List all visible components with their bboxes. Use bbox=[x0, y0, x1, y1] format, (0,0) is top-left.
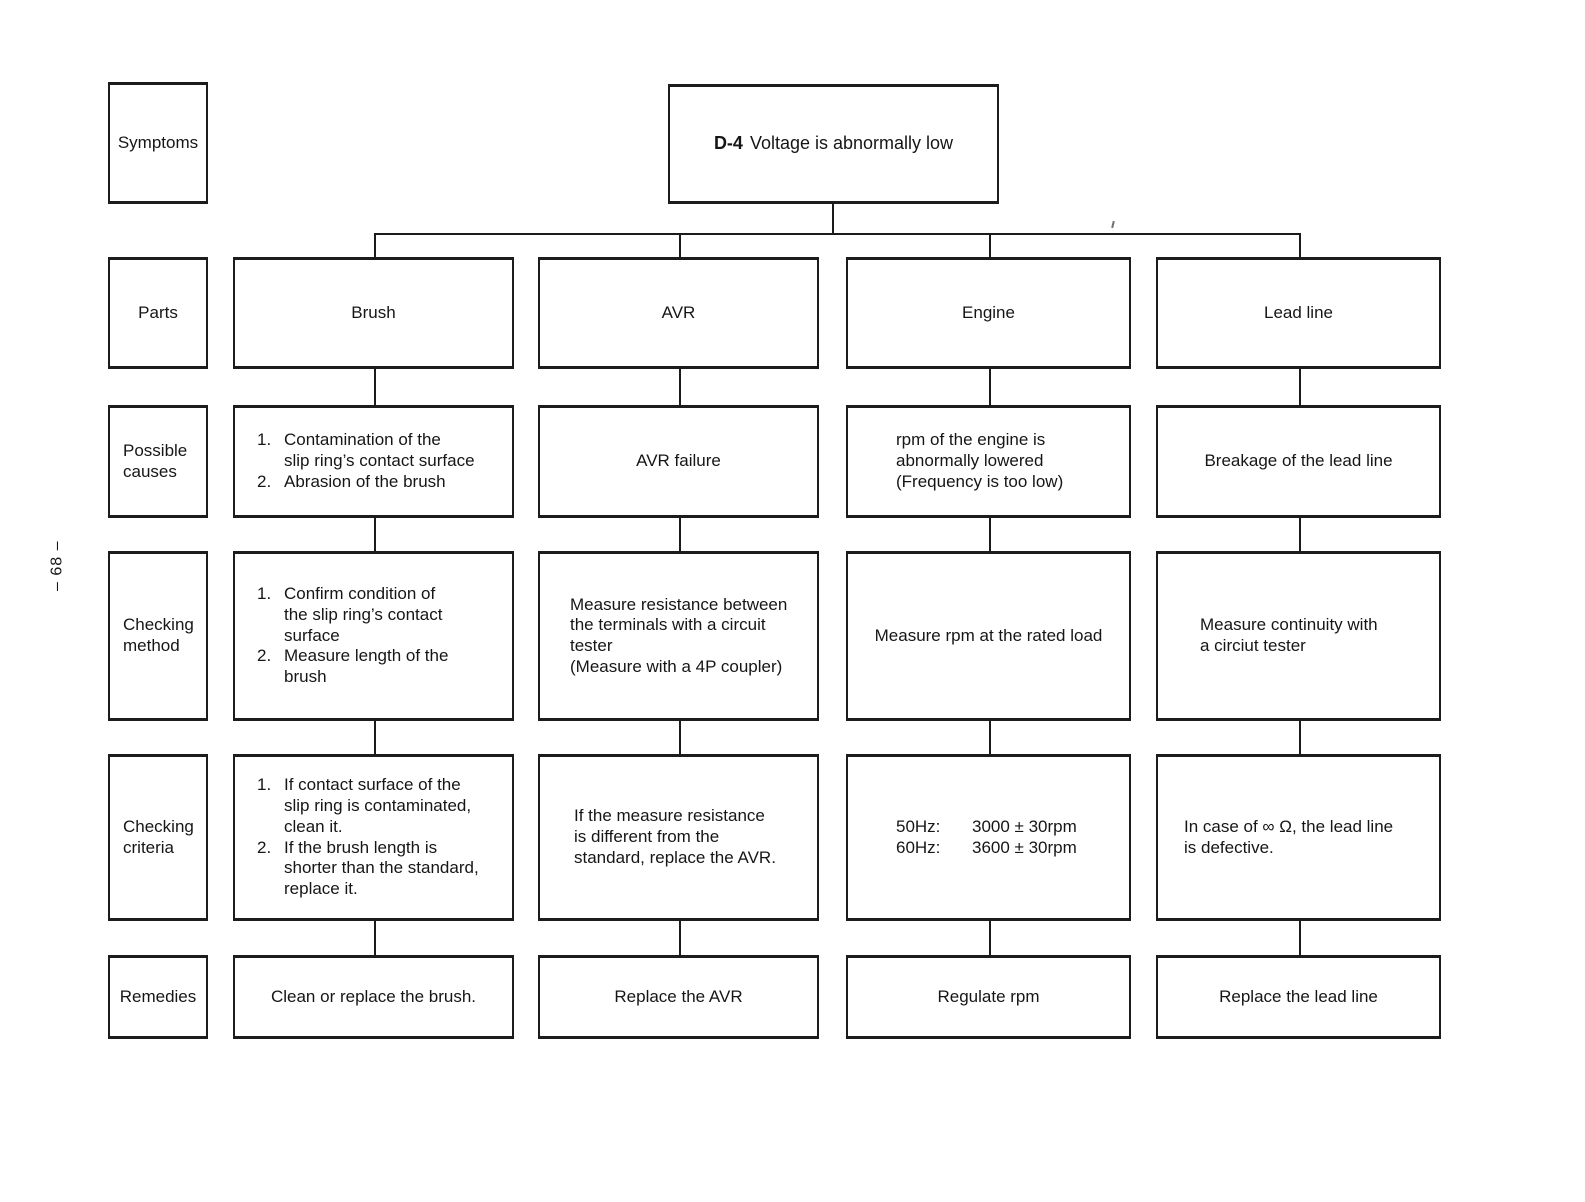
remedies-box-avr: Replace the AVR bbox=[538, 955, 819, 1039]
connector-line bbox=[1299, 369, 1301, 406]
symptom-code: D-4 bbox=[713, 133, 743, 154]
remedies-box-brush: Clean or replace the brush. bbox=[233, 955, 514, 1039]
connector-line bbox=[679, 369, 681, 406]
method-box-avr: Measure resistance between the terminals… bbox=[538, 551, 819, 721]
causes-text: rpm of the engine is abnormally lowered … bbox=[896, 430, 1064, 491]
parts-box-lead-line: Lead line bbox=[1156, 257, 1441, 369]
criteria-rpm-value: 3000 ± 30rpm bbox=[972, 816, 1077, 836]
row-label-symptoms: Symptoms bbox=[108, 82, 208, 204]
connector-branch-line bbox=[374, 233, 1301, 235]
connector-line bbox=[989, 921, 991, 956]
connector-drop bbox=[679, 233, 681, 258]
connector-line bbox=[374, 921, 376, 956]
criteria-frequency-label: 60Hz: bbox=[896, 837, 941, 857]
scan-speck bbox=[1111, 220, 1115, 229]
connector-line bbox=[374, 721, 376, 755]
criteria-box-avr: If the measure resistance is different f… bbox=[538, 754, 819, 921]
row-label-parts: Parts bbox=[108, 257, 208, 369]
remedies-box-engine: Regulate rpm bbox=[846, 955, 1131, 1039]
list-item-number: 2. bbox=[257, 646, 272, 666]
list-item-text: Contamination of the slip ring’s contact… bbox=[284, 430, 475, 471]
method-text: Measure continuity with a circiut tester bbox=[1200, 615, 1378, 655]
criteria-box-brush: 1. If contact surface of the slip ring is… bbox=[233, 754, 514, 921]
row-label-checking-method: Checking method bbox=[108, 551, 208, 721]
method-box-brush: 1. Confirm condition of the slip ring’s c… bbox=[233, 551, 514, 721]
criteria-frequency-label: 50Hz: bbox=[896, 816, 941, 836]
connector-drop bbox=[1299, 233, 1301, 258]
connector-line bbox=[989, 369, 991, 406]
parts-box-brush: Brush bbox=[233, 257, 514, 369]
connector-line bbox=[1299, 921, 1301, 956]
causes-box-brush: 1. Contamination of the slip ring’s conta… bbox=[233, 405, 514, 518]
criteria-box-engine: 50Hz: 3000 ± 30rpm 60Hz: 3600 ± 30rpm bbox=[846, 754, 1131, 921]
row-label-possible-causes: Possible causes bbox=[108, 405, 208, 518]
causes-box-lead-line: Breakage of the lead line bbox=[1156, 405, 1441, 518]
connector-stub bbox=[832, 204, 834, 234]
method-box-lead-line: Measure continuity with a circiut tester bbox=[1156, 551, 1441, 721]
parts-box-engine: Engine bbox=[846, 257, 1131, 369]
causes-box-avr: AVR failure bbox=[538, 405, 819, 518]
parts-box-avr: AVR bbox=[538, 257, 819, 369]
connector-line bbox=[1299, 721, 1301, 755]
parts-text: Engine bbox=[962, 302, 1015, 322]
remedies-box-lead-line: Replace the lead line bbox=[1156, 955, 1441, 1039]
connector-line bbox=[679, 518, 681, 552]
connector-line bbox=[679, 721, 681, 755]
list-item-number: 2. bbox=[257, 471, 272, 491]
row-label-remedies: Remedies bbox=[108, 955, 208, 1039]
connector-line bbox=[989, 721, 991, 755]
method-text: Measure resistance between the terminals… bbox=[570, 594, 788, 676]
remedies-text: Clean or replace the brush. bbox=[270, 986, 477, 1006]
row-label-checking-criteria: Checking criteria bbox=[108, 754, 208, 921]
parts-text: AVR bbox=[661, 302, 696, 322]
list-item-text: Abrasion of the brush bbox=[284, 471, 446, 491]
connector-line bbox=[374, 369, 376, 406]
criteria-text: If the measure resistance is different f… bbox=[574, 806, 776, 867]
connector-line bbox=[989, 518, 991, 552]
parts-text: Lead line bbox=[1263, 302, 1333, 322]
list-item-number: 1. bbox=[257, 584, 272, 604]
connector-line bbox=[679, 921, 681, 956]
symptom-title: Voltage is abnormally low bbox=[749, 133, 954, 154]
criteria-box-lead-line: In case of ∞ Ω, the lead line is defecti… bbox=[1156, 754, 1441, 921]
list-item-text: If contact surface of the slip ring is c… bbox=[284, 775, 472, 836]
parts-text: Brush bbox=[351, 302, 396, 322]
causes-text: AVR failure bbox=[636, 451, 721, 471]
connector-line bbox=[374, 518, 376, 552]
method-text: Measure rpm at the rated load bbox=[874, 625, 1103, 645]
list-item-text: Confirm condition of the slip ring’s con… bbox=[284, 584, 443, 645]
list-item-number: 1. bbox=[257, 775, 272, 795]
remedies-text: Replace the AVR bbox=[614, 986, 743, 1006]
criteria-text: In case of ∞ Ω, the lead line is defecti… bbox=[1184, 816, 1394, 857]
causes-box-engine: rpm of the engine is abnormally lowered … bbox=[846, 405, 1131, 518]
list-item-number: 2. bbox=[257, 837, 272, 857]
method-box-engine: Measure rpm at the rated load bbox=[846, 551, 1131, 721]
symptom-title-box: D-4 Voltage is abnormally low bbox=[668, 84, 999, 204]
remedies-text: Regulate rpm bbox=[937, 986, 1040, 1006]
page-number: – 68 – bbox=[48, 540, 66, 592]
list-item-number: 1. bbox=[257, 430, 272, 450]
connector-drop bbox=[374, 233, 376, 258]
list-item-text: Measure length of the brush bbox=[284, 646, 449, 687]
causes-text: Breakage of the lead line bbox=[1204, 451, 1393, 471]
list-item-text: If the brush length is shorter than the … bbox=[284, 837, 479, 898]
remedies-text: Replace the lead line bbox=[1219, 986, 1378, 1006]
connector-drop bbox=[989, 233, 991, 258]
criteria-rpm-value: 3600 ± 30rpm bbox=[972, 837, 1077, 857]
connector-line bbox=[1299, 518, 1301, 552]
